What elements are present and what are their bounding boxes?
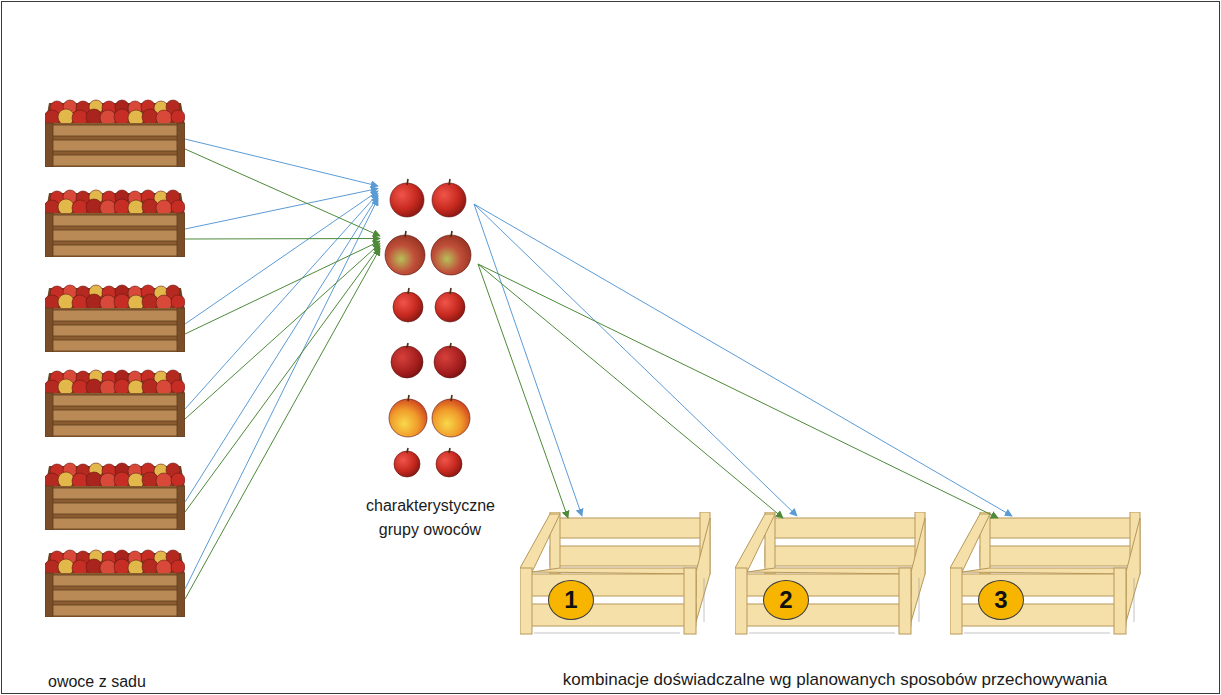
- arrow-connector: [185, 139, 378, 589]
- orchard-crates: owoce z sadu: [40, 90, 195, 690]
- connector-line: [185, 249, 380, 600]
- arrow-connector: [185, 149, 380, 599]
- connector-line: [185, 244, 380, 420]
- connector-line: [185, 194, 378, 410]
- callout-number: 1: [548, 580, 594, 620]
- connector-line: [478, 264, 998, 518]
- connector-line: [185, 199, 378, 590]
- arrow-connector: [474, 204, 797, 516]
- connector-line: [474, 204, 797, 516]
- connector-line: [185, 241, 380, 334]
- connector-line: [185, 246, 380, 512]
- arrow-connector: [478, 264, 998, 518]
- combinations-caption: kombinacje doświadczalne wg planowanych …: [505, 669, 1165, 691]
- storage-crate: 3: [950, 512, 1145, 637]
- storage-crate: 1: [520, 512, 715, 637]
- group-caption: charakterystyczne grupy owoców: [366, 494, 494, 542]
- storage-crate: 2: [735, 512, 930, 637]
- connector-line: [185, 139, 378, 186]
- callout-number: 3: [978, 580, 1024, 620]
- group-caption: owoce z sadu: [48, 670, 193, 694]
- connector-line: [185, 189, 378, 230]
- arrow-connector: [474, 204, 582, 516]
- connector-line: [474, 204, 1012, 516]
- arrow-connector: [474, 204, 1012, 516]
- connector-line: [185, 149, 380, 236]
- fruit-groups: charakterystyczne grupy owoców: [366, 172, 494, 547]
- callout-number: 2: [763, 580, 809, 620]
- connector-line: [185, 238, 380, 240]
- connector-line: [185, 196, 378, 502]
- connector-line: [474, 204, 582, 516]
